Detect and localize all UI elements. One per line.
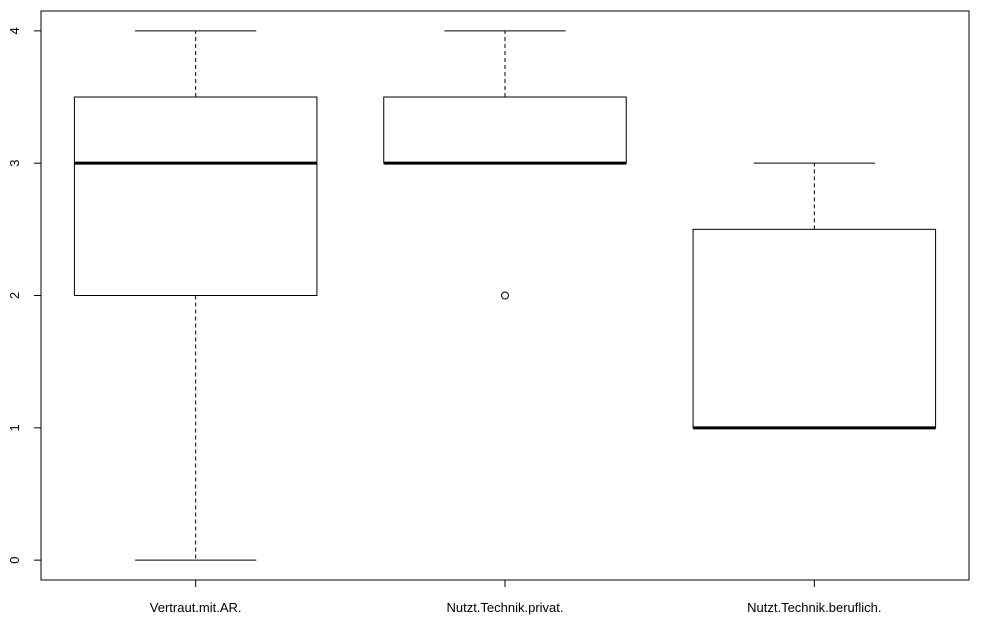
box-1 <box>383 30 627 300</box>
iqr-box <box>73 96 318 296</box>
y-tick-label: 3 <box>7 160 22 167</box>
boxes-layer <box>73 30 937 561</box>
iqr-box <box>383 96 627 164</box>
y-tick-label: 4 <box>7 27 22 34</box>
y-tick-label: 2 <box>7 292 22 299</box>
outlier-point <box>501 291 509 300</box>
y-tick-label: 1 <box>7 424 22 431</box>
y-tick-label: 0 <box>7 557 22 564</box>
x-axis: Vertraut.mit.AR. Nutzt.Technik.privat. Nut… <box>150 580 882 615</box>
x-tick-label: Nutzt.Technik.privat. <box>446 600 563 615</box>
x-tick-label: Vertraut.mit.AR. <box>150 600 242 615</box>
box-2 <box>692 162 937 430</box>
box-0 <box>73 30 318 561</box>
iqr-box <box>692 228 937 429</box>
x-tick-label: Nutzt.Technik.beruflich. <box>747 600 881 615</box>
y-axis: 0 1 2 3 4 <box>7 27 41 564</box>
